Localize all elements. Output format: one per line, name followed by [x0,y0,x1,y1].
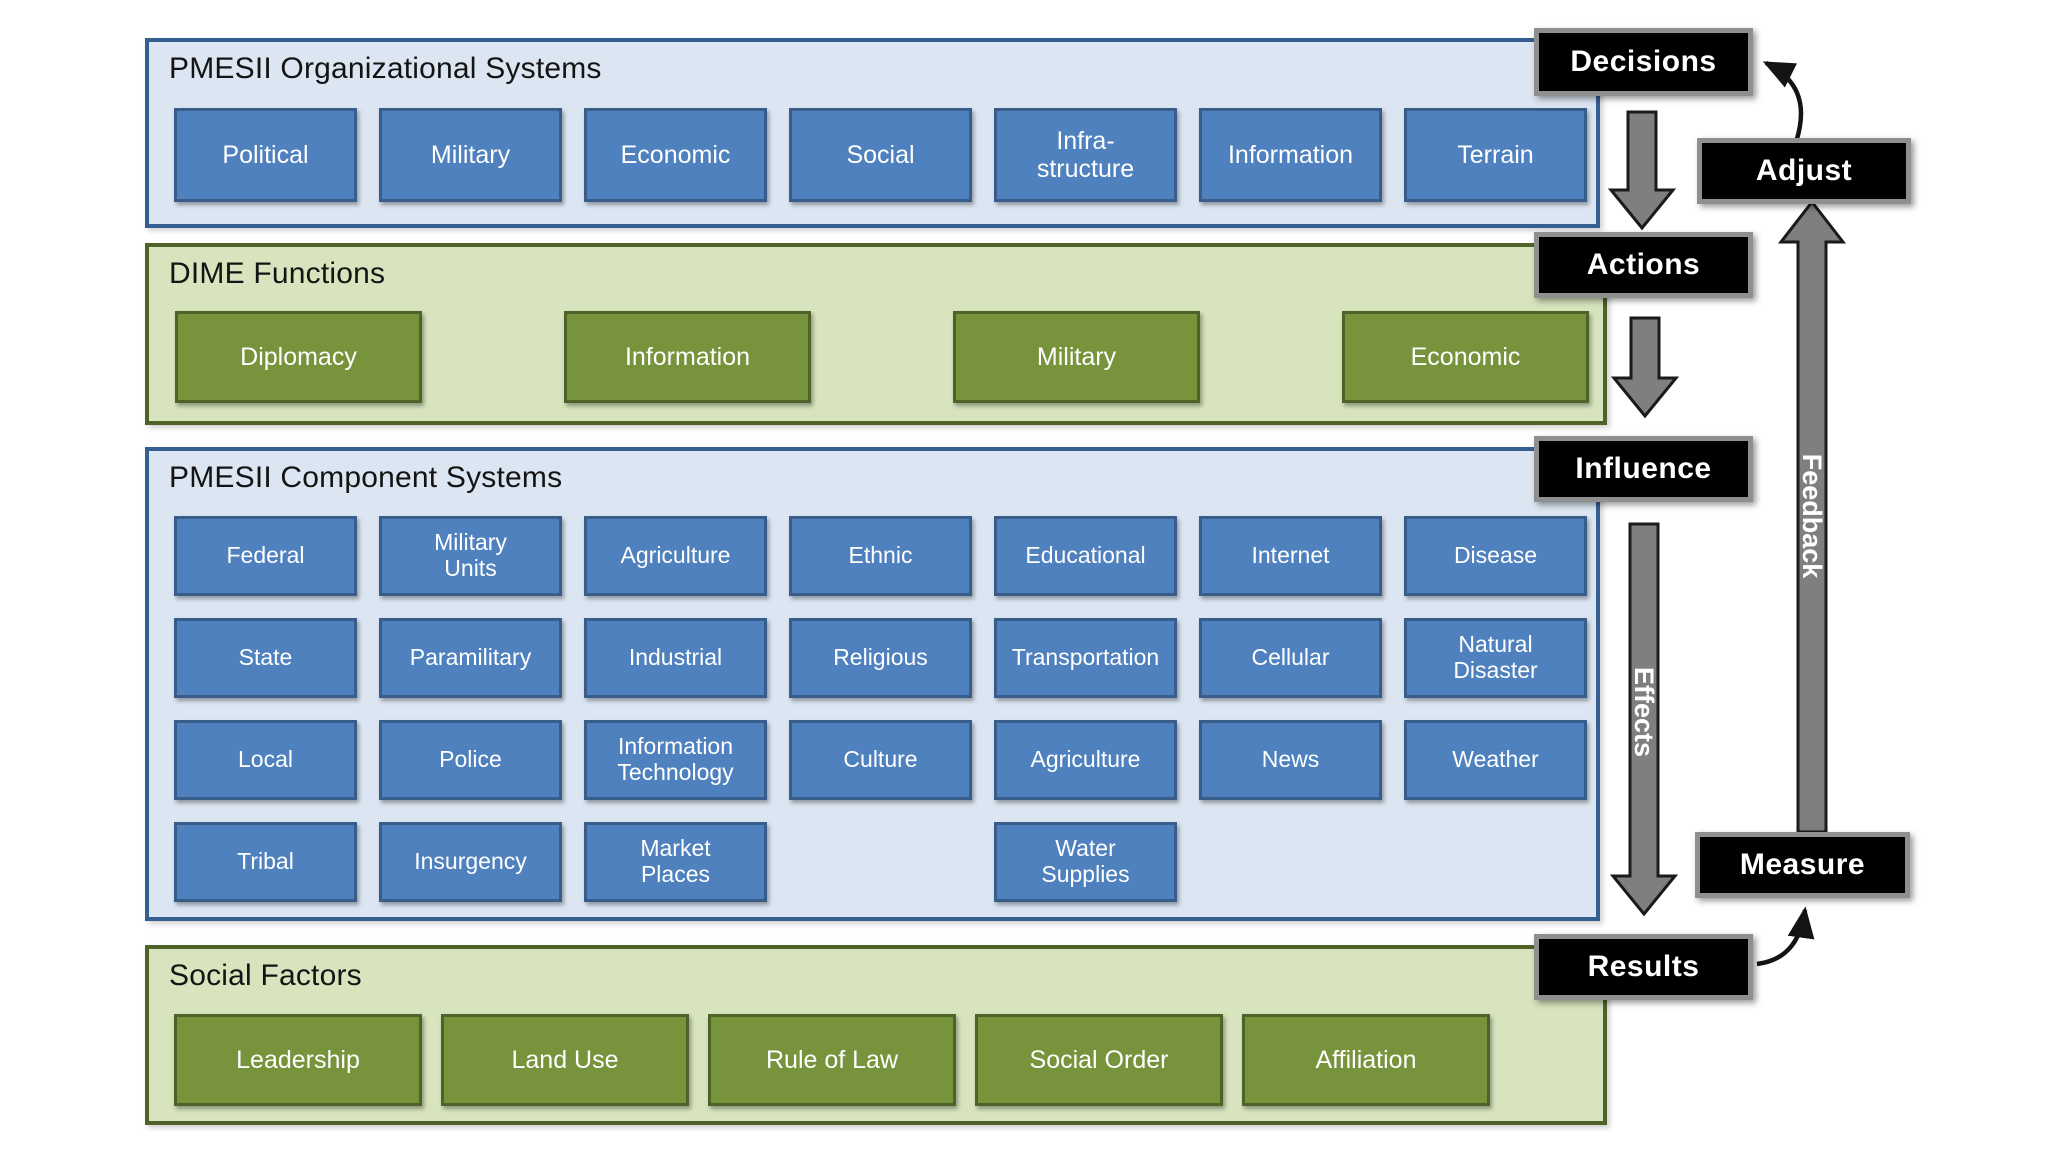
decisions-to-actions-arrow-icon [1607,110,1677,231]
comp-box-agriculture-2: Agriculture [994,720,1177,800]
comp-box-police: Police [379,720,562,800]
comp-box-internet: Internet [1199,516,1382,596]
effects-arrow-label: Effects [1629,667,1659,757]
actions-to-influence-arrow-icon [1610,316,1680,419]
feedback-arrow-label: Feedback [1797,454,1827,580]
comp-box-military-units: Military Units [379,516,562,596]
flow-box-measure: Measure [1695,832,1910,898]
adjust-to-decisions-arrow-icon [1762,60,1804,143]
panel-title-dime-functions: DIME Functions [169,257,386,290]
dime-box-economic: Economic [1342,311,1589,403]
comp-box-agriculture-1: Agriculture [584,516,767,596]
comp-box-educational: Educational [994,516,1177,596]
flow-box-influence: Influence [1534,436,1753,502]
comp-box-insurgency: Insurgency [379,822,562,902]
comp-box-paramilitary: Paramilitary [379,618,562,698]
comp-box-weather: Weather [1404,720,1587,800]
panel-social-factors: Social Factors Leadership Land Use Rule … [145,945,1607,1125]
org-box-economic: Economic [584,108,767,202]
comp-box-disease: Disease [1404,516,1587,596]
comp-box-tribal: Tribal [174,822,357,902]
flow-box-decisions: Decisions [1534,28,1753,96]
social-box-leadership: Leadership [174,1014,422,1106]
flow-box-adjust: Adjust [1697,138,1911,204]
org-box-terrain: Terrain [1404,108,1587,202]
comp-box-market-places: Market Places [584,822,767,902]
social-box-land-use: Land Use [441,1014,689,1106]
comp-box-industrial: Industrial [584,618,767,698]
panel-dime-functions: DIME Functions Diplomacy Information Mil… [145,243,1607,425]
panel-pmesii-organizational-systems: PMESII Organizational Systems Political … [145,38,1600,228]
social-box-affiliation: Affiliation [1242,1014,1490,1106]
comp-box-state: State [174,618,357,698]
comp-box-local: Local [174,720,357,800]
comp-box-federal: Federal [174,516,357,596]
org-box-infrastructure: Infra- structure [994,108,1177,202]
comp-box-transportation: Transportation [994,618,1177,698]
org-box-information: Information [1199,108,1382,202]
comp-box-cellular: Cellular [1199,618,1382,698]
effects-arrow-icon [1609,522,1679,917]
results-to-measure-arrow-icon [1756,906,1815,967]
org-box-social: Social [789,108,972,202]
panel-title-social-factors: Social Factors [169,959,362,992]
social-box-social-order: Social Order [975,1014,1223,1106]
flow-box-results: Results [1534,934,1753,1000]
org-box-political: Political [174,108,357,202]
comp-box-religious: Religious [789,618,972,698]
dime-box-military: Military [953,311,1200,403]
comp-box-information-technology: Information Technology [584,720,767,800]
org-box-military: Military [379,108,562,202]
panel-title-pmesii-component-systems: PMESII Component Systems [169,461,563,494]
comp-box-water-supplies: Water Supplies [994,822,1177,902]
panel-title-pmesii-organizational-systems: PMESII Organizational Systems [169,52,602,85]
dime-box-information: Information [564,311,811,403]
comp-box-culture: Culture [789,720,972,800]
panel-pmesii-component-systems: PMESII Component Systems Federal Militar… [145,447,1600,921]
social-box-rule-of-law: Rule of Law [708,1014,956,1106]
flow-box-actions: Actions [1534,232,1753,298]
comp-box-ethnic: Ethnic [789,516,972,596]
dime-box-diplomacy: Diplomacy [175,311,422,403]
comp-box-natural-disaster: Natural Disaster [1404,618,1587,698]
comp-box-news: News [1199,720,1382,800]
